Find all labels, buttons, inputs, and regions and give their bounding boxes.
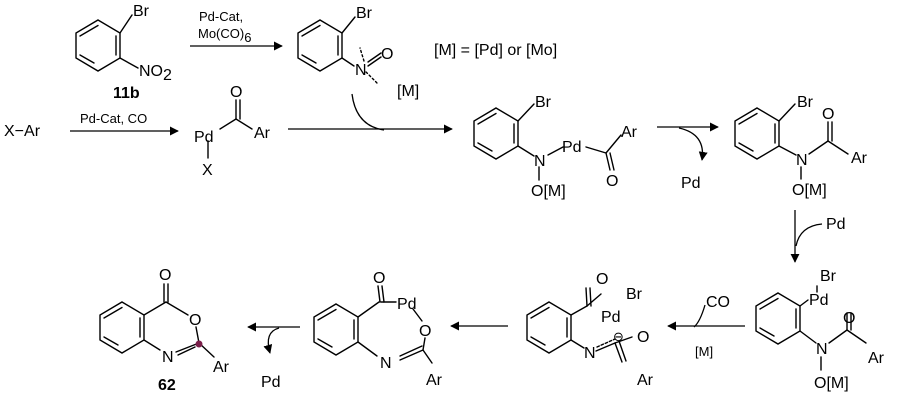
reagent-pd: Pd <box>826 216 846 233</box>
atom-o: O <box>637 329 649 346</box>
atom-o: O <box>230 84 242 101</box>
atom-ar: Ar <box>254 125 271 142</box>
atom-o: O <box>189 312 201 329</box>
molecule-nitrene-complex: Br N O [M] <box>297 5 419 100</box>
atom-pd: Pd <box>601 309 621 326</box>
atom-n: N <box>796 152 808 169</box>
molecule-62: O O N Ar 62 <box>99 267 230 394</box>
reagent-co: CO <box>706 294 730 311</box>
atom-metal: [M] <box>397 83 419 100</box>
molecule-acyl-pd-anion: O Br Pd O N ⊖ Ar <box>526 271 654 389</box>
atom-ar: Ar <box>868 350 885 367</box>
arrow-label-pd-cat-co: Pd-Cat, CO <box>80 111 147 126</box>
atom-n: N <box>355 62 367 79</box>
arrow-label-pd-cat: Pd-Cat, <box>199 9 243 24</box>
arrow-step-4: Pd <box>657 122 719 192</box>
molecule-aryl-pd: Br Pd O N Ar O[M] <box>755 268 885 392</box>
compound-label-62: 62 <box>158 377 176 394</box>
atom-ar: Ar <box>426 372 443 389</box>
atom-pd: Pd <box>194 129 214 146</box>
atom-ar: Ar <box>621 124 638 141</box>
atom-no2: NO2 <box>139 63 172 84</box>
byproduct-pd: Pd <box>261 374 281 391</box>
atom-br: Br <box>820 268 837 285</box>
atom-n: N <box>162 349 174 366</box>
arrow-step-5: Pd <box>790 210 846 263</box>
atom-n: N <box>584 345 596 362</box>
arrow-step-2: Pd-Cat, CO <box>70 111 179 136</box>
compound-label-11b: 11b <box>113 85 140 102</box>
atom-n: N <box>816 341 828 358</box>
atom-br: Br <box>356 5 373 22</box>
arrow-label-mo-co6: Mo(CO)6 <box>198 26 251 45</box>
atom-pd: Pd <box>809 292 829 309</box>
atom-br: Br <box>535 94 552 111</box>
atom-n: N <box>534 153 546 170</box>
atom-o: O <box>596 271 608 288</box>
metal-definition: [M] = [Pd] or [Mo] <box>434 42 557 59</box>
atom-ar: Ar <box>637 372 654 389</box>
molecule-pd-amido: Br N Pd Ar O O[M] <box>473 94 638 200</box>
reagent-metal: [M] <box>695 344 713 359</box>
atom-om: O[M] <box>531 183 566 200</box>
atom-pd: Pd <box>562 139 582 156</box>
atom-n: N <box>380 355 392 372</box>
atom-br: Br <box>133 3 150 20</box>
atom-o: O <box>381 46 393 63</box>
atom-br: Br <box>626 286 643 303</box>
atom-om: O[M] <box>814 375 849 392</box>
atom-x: X <box>202 162 213 179</box>
arrow-step-1: Pd-Cat, Mo(CO)6 <box>190 9 283 51</box>
arrow-step-3 <box>288 93 453 134</box>
atom-o: O <box>159 267 171 284</box>
molecule-acyl-pd: O Pd Ar X <box>194 84 271 179</box>
arrow-step-8: Pd <box>247 322 300 391</box>
molecule-n-acyl: Br O N Ar O[M] <box>734 94 868 199</box>
reagent-x-ar: X−Ar <box>4 123 41 140</box>
atom-o: O <box>419 323 431 340</box>
arrow-step-6: CO [M] <box>667 294 745 359</box>
atom-br: Br <box>797 94 814 111</box>
molecule-11b: Br NO2 11b <box>75 3 172 102</box>
atom-ar: Ar <box>213 359 230 376</box>
atom-o: O <box>606 173 618 190</box>
byproduct-pd: Pd <box>681 175 701 192</box>
highlight-dot <box>195 340 203 348</box>
atom-o: O <box>822 106 834 123</box>
atom-o: O <box>373 270 385 287</box>
atom-om: O[M] <box>792 182 827 199</box>
atom-pd: Pd <box>397 296 417 313</box>
charge-minus: ⊖ <box>613 329 624 344</box>
molecule-palladacycle: O Pd O N Ar <box>313 270 443 389</box>
atom-o: O <box>843 310 855 327</box>
atom-ar: Ar <box>851 150 868 167</box>
